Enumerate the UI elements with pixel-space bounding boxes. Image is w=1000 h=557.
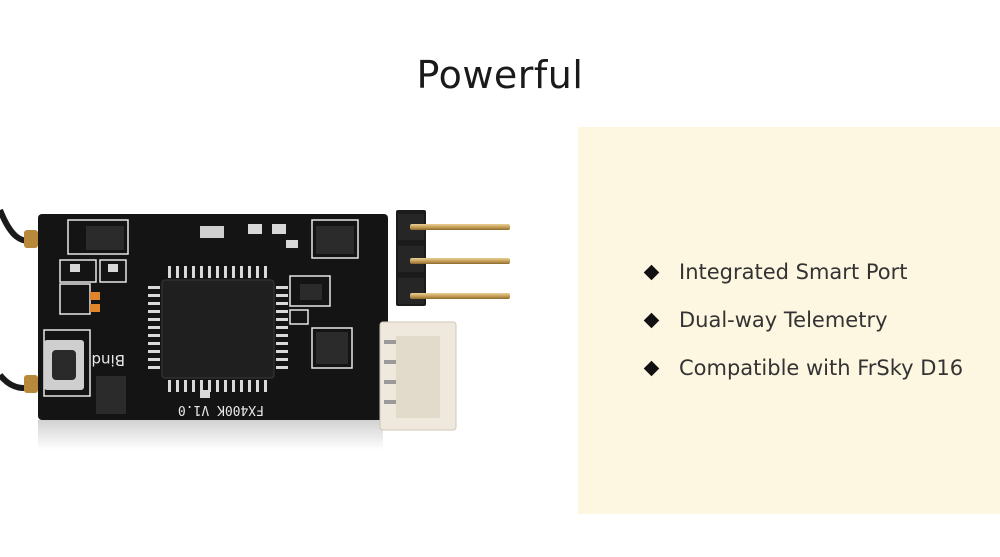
list-item: Integrated Smart Port bbox=[643, 260, 963, 284]
feature-label: Integrated Smart Port bbox=[679, 260, 908, 284]
status-led bbox=[90, 292, 100, 300]
feature-label: Compatible with FrSky D16 bbox=[679, 356, 964, 380]
diamond-bullet-icon bbox=[643, 360, 660, 376]
jst-connector bbox=[379, 321, 457, 431]
bind-label: Bind bbox=[92, 351, 126, 369]
diamond-bullet-icon bbox=[643, 264, 660, 280]
list-item: Dual-way Telemetry bbox=[643, 308, 963, 332]
diamond-bullet-icon bbox=[643, 312, 660, 328]
feature-list: Integrated Smart Port Dual-way Telemetry… bbox=[643, 260, 964, 404]
main-chip bbox=[148, 266, 288, 392]
page-title: Powerful bbox=[416, 53, 584, 98]
receiver-board-illustration: Bind FX400K V1.0 bbox=[0, 208, 510, 450]
smd-components bbox=[70, 224, 354, 414]
receiver-board-image: Bind FX400K V1.0 bbox=[0, 180, 540, 460]
list-item: Compatible with FrSky D16 bbox=[643, 356, 964, 380]
feature-label: Dual-way Telemetry bbox=[679, 308, 888, 332]
board-reflection bbox=[38, 420, 383, 450]
pin-header bbox=[396, 210, 510, 306]
board-model-label: FX400K V1.0 bbox=[178, 402, 264, 417]
antenna-wire-bottom bbox=[0, 373, 40, 393]
bind-button bbox=[44, 340, 84, 390]
features-panel: Integrated Smart Port Dual-way Telemetry… bbox=[578, 127, 1000, 514]
antenna-wire-top bbox=[0, 208, 39, 248]
status-led bbox=[90, 304, 100, 312]
